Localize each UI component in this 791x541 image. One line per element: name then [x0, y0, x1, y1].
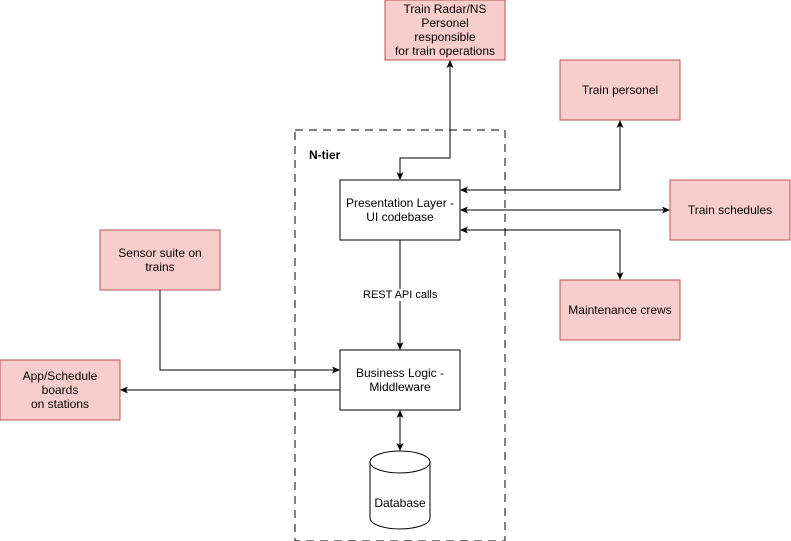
app-boards-box[interactable] [0, 359, 121, 421]
edge-radar-presentation [396, 60, 454, 180]
train-personel-box[interactable] [559, 59, 681, 121]
train-schedules-box[interactable] [669, 179, 791, 241]
business-logic-box[interactable] [339, 349, 461, 411]
sensor-suite-label: Sensor suite on trains [118, 246, 202, 274]
app-boards-label: App/Schedule boards on stations [22, 369, 98, 411]
presentation-layer-label: Presentation Layer - UI codebase [345, 196, 455, 224]
train-radar-label: Train Radar/NS Personel responsible for … [394, 2, 496, 58]
database-cylinder[interactable] [369, 450, 431, 530]
business-logic-label: Business Logic - Middleware [355, 366, 445, 394]
maintenance-crews-label: Maintenance crews [568, 303, 672, 317]
edge-sensor-business [159, 290, 340, 374]
edge-maintenance-presentation [460, 226, 624, 280]
train-schedules-label: Train schedules [687, 203, 773, 217]
maintenance-crews-box[interactable] [559, 279, 681, 341]
train-personel-label: Train personel [581, 83, 659, 97]
database-label: Database [374, 496, 426, 510]
rest-api-label: REST API calls [362, 289, 439, 301]
edge-personel-presentation [460, 120, 624, 194]
n-tier-title: N-tier [309, 148, 341, 162]
